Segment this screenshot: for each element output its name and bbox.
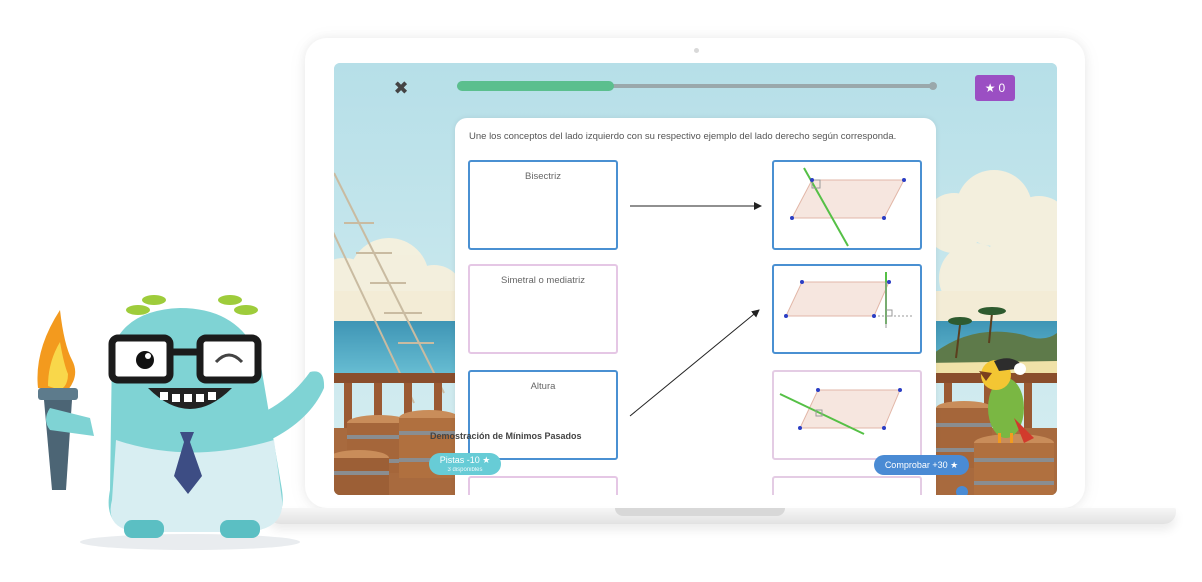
next-section-title: Demostración de Mínimos Pasados <box>430 431 582 441</box>
laptop-base <box>268 508 1176 524</box>
close-button[interactable]: ✖ <box>393 78 409 98</box>
altura-figure <box>784 272 914 328</box>
star-icon: ★ <box>984 81 996 95</box>
check-button[interactable]: Comprobar +30 ★ <box>874 455 969 475</box>
concept-simetral[interactable]: Simetral o mediatriz <box>468 264 618 354</box>
laptop-notch <box>615 508 785 516</box>
example-partial[interactable] <box>772 476 922 495</box>
camera-dot <box>694 48 699 53</box>
mediatriz-figure <box>779 388 902 435</box>
concept-altura[interactable]: Altura <box>468 370 618 460</box>
activity-card: Une los conceptos del lado izquierdo con… <box>455 118 936 495</box>
concept-bisectriz[interactable]: Bisectriz <box>468 160 618 250</box>
bisector-figure <box>790 167 906 247</box>
progress-end-dot <box>929 82 937 90</box>
scroll-indicator[interactable] <box>956 486 968 495</box>
concept-partial[interactable] <box>468 476 618 495</box>
parrot-icon <box>979 358 1034 443</box>
example-mediatriz-figure[interactable] <box>772 370 922 460</box>
concept-label: Bisectriz <box>525 171 561 182</box>
points-badge[interactable]: ★ 0 <box>975 75 1015 101</box>
app-screen: ✖ ★ 0 Une los conceptos del lado izquier… <box>334 63 1057 495</box>
points-value: 0 <box>998 81 1006 95</box>
progress-fill <box>457 81 615 91</box>
example-altura-figure[interactable] <box>772 264 922 354</box>
torch-icon <box>37 310 78 490</box>
concept-label: Simetral o mediatriz <box>501 275 585 286</box>
mascot-illustration <box>37 295 325 550</box>
hints-button[interactable]: Pistas -10 ★ 3 disponibles <box>429 453 501 475</box>
instruction-text: Une los conceptos del lado izquierdo con… <box>469 131 897 142</box>
progress-bar <box>457 81 937 91</box>
hints-label: Pistas -10 ★ <box>439 455 491 465</box>
concept-label: Altura <box>530 381 556 392</box>
example-bisector-figure[interactable] <box>772 160 922 250</box>
connection-arrows <box>629 202 762 417</box>
hints-available: 3 disponibles <box>447 467 483 473</box>
